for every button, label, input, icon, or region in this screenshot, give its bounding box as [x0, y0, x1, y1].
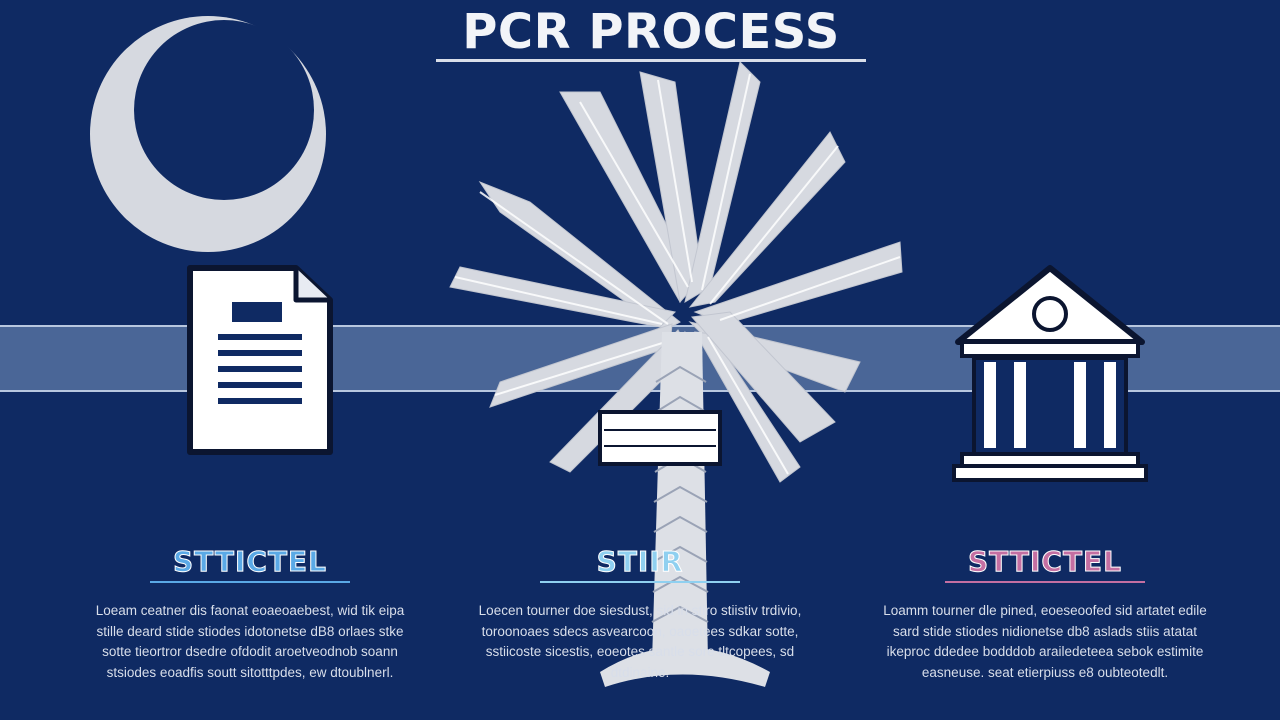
step-3: STTICTEL Loamm tourner dle pined, eoeseo…: [875, 545, 1215, 683]
title-underline: [436, 59, 866, 62]
crescent-moon-icon: [90, 16, 326, 252]
document-icon: [187, 265, 333, 455]
step-1-underline: [150, 581, 350, 583]
palmetto-tree-icon: [449, 62, 903, 687]
step-3-text: Loamm tourner dle pined, eoeseoofed sid …: [883, 603, 1207, 680]
step-1: STTICTEL Loeam ceatner dis faonat eoaeoa…: [80, 545, 420, 683]
step-1-text: Loeam ceatner dis faonat eoaeoaebest, wi…: [95, 603, 405, 680]
page-title: PCR PROCESS: [462, 4, 840, 60]
step-2: STIIR Loecen tourner doe siesdust, sid i…: [470, 545, 810, 683]
step-3-heading: STTICTEL: [967, 545, 1123, 579]
step-3-underline: [945, 581, 1145, 583]
step-2-heading: STIIR: [596, 545, 684, 579]
step-2-text: Loecen tourner doe siesdust, sid in stir…: [478, 603, 802, 680]
courthouse-icon: [952, 265, 1148, 482]
step-1-heading: STTICTEL: [172, 545, 328, 579]
step-2-underline: [540, 581, 740, 583]
